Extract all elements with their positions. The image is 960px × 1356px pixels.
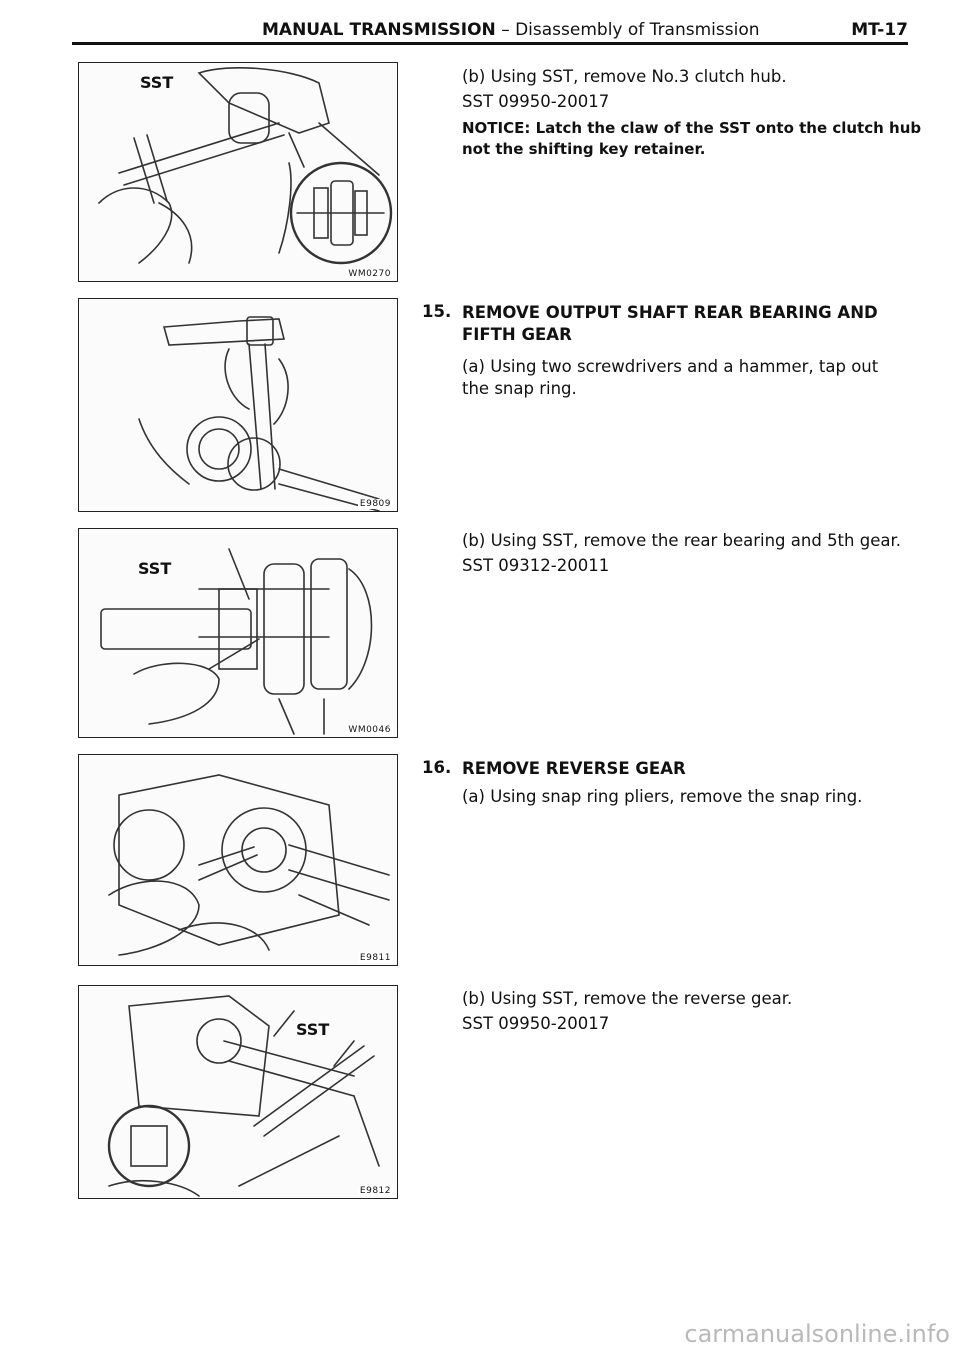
figure-3-drawing (100, 548, 373, 735)
sub-letter: (b) (462, 989, 486, 1008)
notice: NOTICE: Latch the claw of the SST onto t… (462, 118, 952, 160)
figure-3-code: WM0046 (346, 725, 393, 735)
figure-clutch-hub-removal: SST WM0270 (78, 62, 398, 282)
step-16b: (b) Using SST, remove the reverse gear. (462, 988, 922, 1010)
sub-text: Using two screwdrivers and a hammer, tap… (462, 357, 879, 398)
step-14b: (b) Using SST, remove No.3 clutch hub. (462, 66, 922, 88)
sub-text: Using SST, remove No.3 clutch hub. (490, 67, 787, 86)
figure-2-drawing (138, 316, 380, 511)
figure-5-code: E9812 (357, 1186, 393, 1196)
sub-text: Using SST, remove the reverse gear. (490, 989, 793, 1008)
header-rule (72, 42, 908, 45)
notice-label: NOTICE: (462, 119, 531, 137)
figure-reverse-gear-removal: SST E9812 (78, 985, 398, 1199)
sub-text: Using snap ring pliers, remove the snap … (490, 787, 863, 806)
figure-4-drawing (108, 774, 390, 956)
sub-text: Using SST, remove the rear bearing and 5… (490, 531, 901, 550)
figure-1-sst-label: SST (139, 73, 175, 92)
header-title: MANUAL TRANSMISSION – Disassembly of Tra… (262, 20, 760, 40)
figure-snap-ring-tap: E9809 (78, 298, 398, 512)
step-15b: (b) Using SST, remove the rear bearing a… (462, 530, 922, 552)
step-15a: (a) Using two screwdrivers and a hammer,… (462, 356, 907, 400)
step-title-15: REMOVE OUTPUT SHAFT REAR BEARING AND FIF… (462, 303, 878, 344)
page-header: MANUAL TRANSMISSION – Disassembly of Tra… (72, 18, 908, 45)
footer-watermark[interactable]: carmanualsonline.info (684, 1320, 950, 1348)
figure-rear-bearing-removal: SST WM0046 (78, 528, 398, 738)
step-number-16: 16. (422, 758, 452, 777)
sub-letter: (b) (462, 531, 486, 550)
figure-snap-ring-pliers: E9811 (78, 754, 398, 966)
figure-5-drawing (107, 995, 380, 1197)
sst-number: SST 09312-20011 (462, 556, 610, 575)
page-number: MT-17 (851, 20, 908, 40)
step-number-15: 15. (422, 302, 452, 321)
header-section: MANUAL TRANSMISSION (262, 20, 496, 40)
notice-text: Latch the claw of the SST onto the clutc… (462, 119, 922, 158)
sub-letter: (b) (462, 67, 486, 86)
figure-3-sst-label: SST (137, 559, 173, 578)
header-subsection: – Disassembly of Transmission (501, 20, 760, 40)
step-title-16: REMOVE REVERSE GEAR (462, 759, 686, 778)
figure-5-sst-label: SST (295, 1020, 331, 1039)
sst-number: SST 09950-20017 (462, 92, 610, 111)
sst-number: SST 09950-20017 (462, 1014, 610, 1033)
sub-letter: (a) (462, 787, 485, 806)
sub-letter: (a) (462, 357, 485, 376)
figure-1-code: WM0270 (346, 269, 393, 279)
figure-4-code: E9811 (357, 953, 393, 963)
figure-1-drawing (98, 67, 393, 265)
figure-2-code: E9809 (357, 499, 393, 509)
step-16a: (a) Using snap ring pliers, remove the s… (462, 786, 922, 808)
